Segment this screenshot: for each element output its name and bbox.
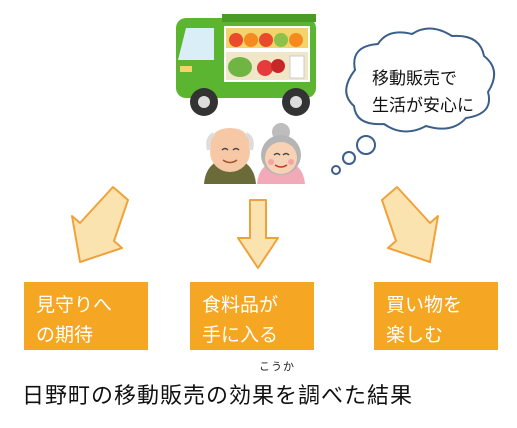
bubble-line-1: 移動販売で	[372, 69, 457, 89]
effect-box-line: 買い物を	[386, 294, 463, 316]
arrow-center	[237, 199, 279, 269]
bubble-line-2: 生活が安心に	[372, 96, 474, 116]
effect-box-food: 食料品が 手に入る	[190, 282, 314, 350]
elderly-woman-icon	[257, 123, 305, 184]
elderly-man-icon	[204, 128, 256, 184]
caption-ruby: こうか	[259, 360, 295, 373]
effect-box-line: 楽しむ	[386, 324, 444, 346]
thought-bubble-icon	[331, 27, 495, 175]
arrow-right	[381, 186, 439, 263]
caption: 日野町の移動販売の効果を調べた結果	[22, 384, 414, 409]
effect-box-watching: 見守りへ の期待	[24, 282, 148, 350]
effect-box-line: 見守りへ	[36, 294, 113, 316]
delivery-truck-icon	[176, 14, 316, 116]
effect-box-line: 手に入る	[202, 324, 279, 346]
arrow-left	[71, 186, 129, 263]
thought-bubble-text: 移動販売で 生活が安心に	[372, 66, 474, 120]
effect-box-shopping: 買い物を 楽しむ	[374, 282, 498, 350]
effect-box-line: の期待	[36, 324, 94, 346]
effect-box-line: 食料品が	[202, 294, 279, 316]
